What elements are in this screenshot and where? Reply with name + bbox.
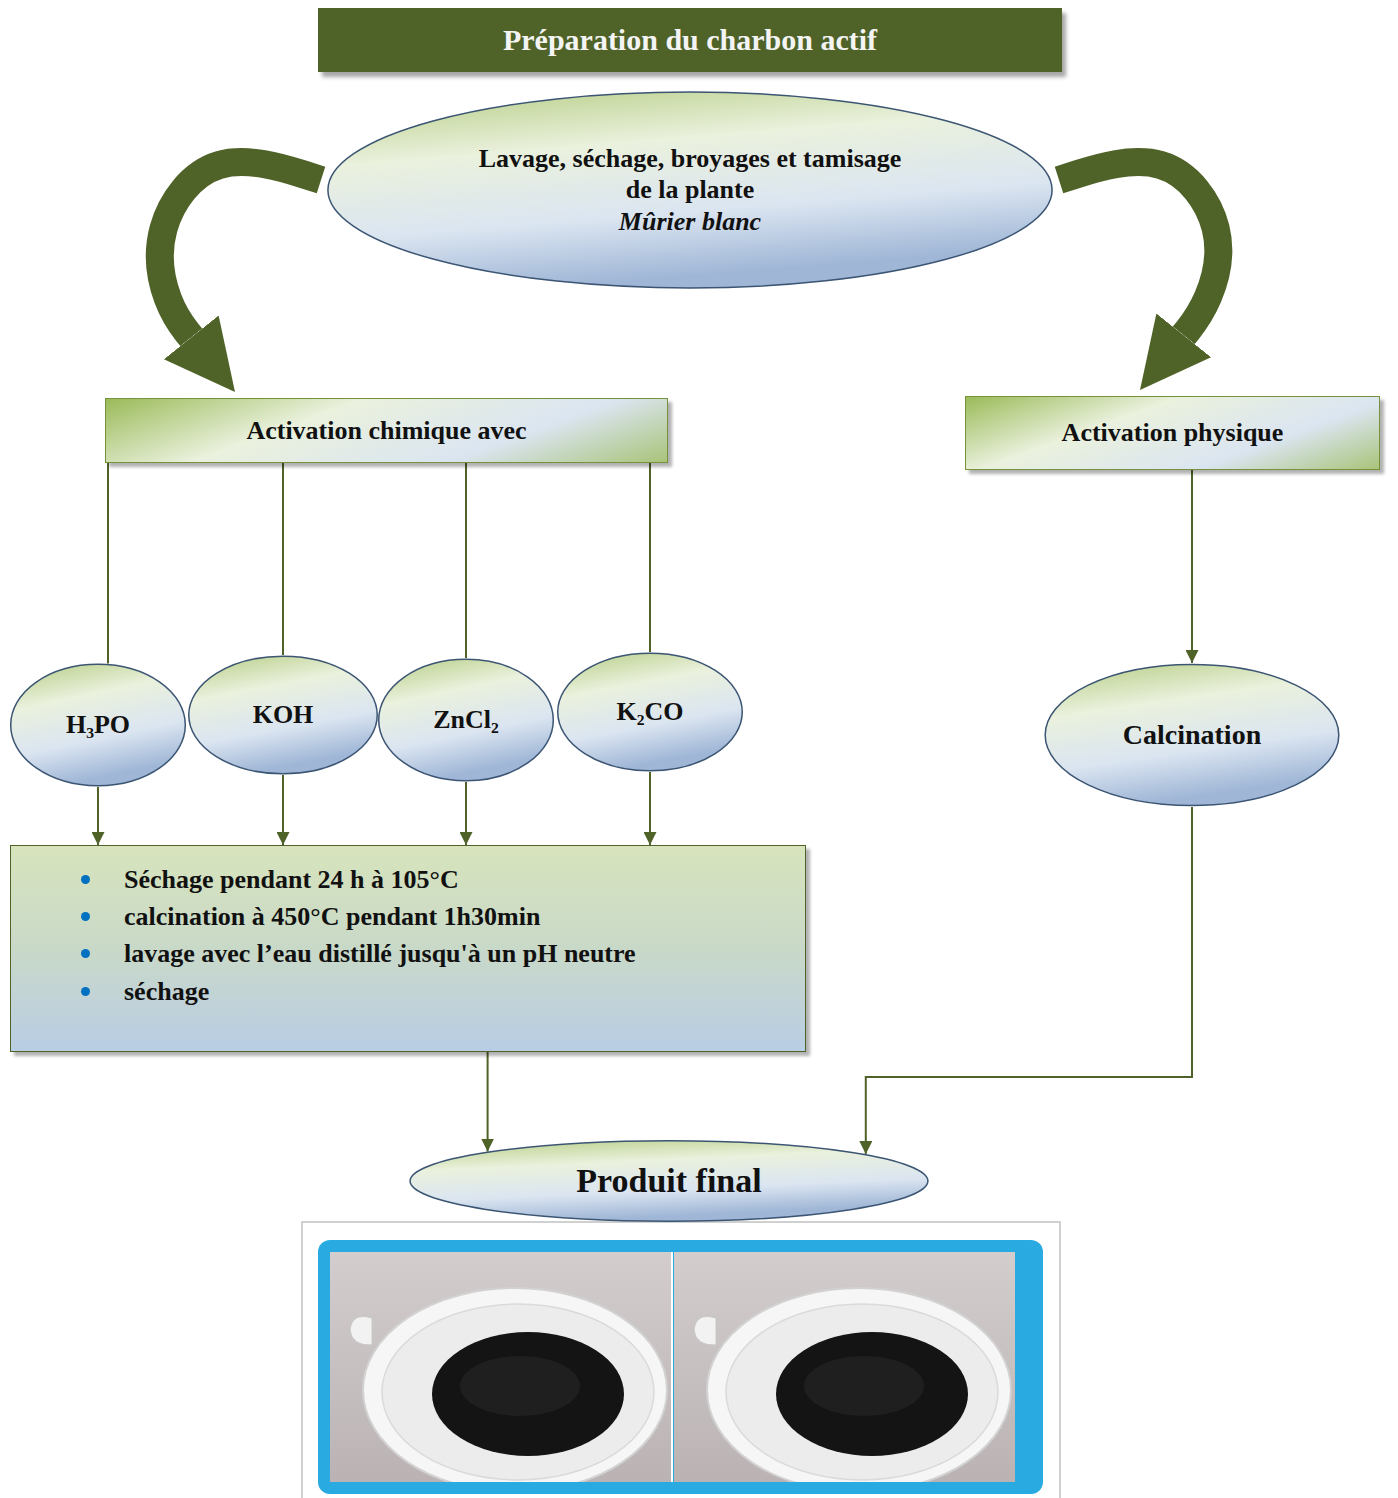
crucible-photo [330,1252,671,1482]
process-ellipse: H₃PO [10,663,186,787]
node-text: Activation chimique avec [246,415,526,446]
process-ellipse: Calcination [1044,663,1340,807]
connector-line [465,782,467,845]
bullet-dot [81,875,90,884]
photo-border [318,1240,1043,1494]
bullet-dot [81,949,90,958]
curved-arrow [160,162,321,337]
step-text: calcination à 450°C pendant 1h30min [124,901,540,932]
process-ellipse: K₂CO [557,652,743,772]
node-text: Lavage, séchage, broyages et tamisage de… [470,143,910,205]
connector-line [1191,470,1193,663]
bullet-row: séchage [81,976,785,1007]
process-ellipse: KOH [188,655,378,775]
node-text: Activation physique [1062,417,1284,448]
bullet-dot [81,987,90,996]
process-ellipse: Lavage, séchage, broyages et tamisage de… [325,90,1055,290]
bullet-row: lavage avec l’eau distillé jusqu'à un pH… [81,938,785,969]
node-text: K₂CO [616,696,683,727]
crucible-photo [674,1252,1015,1482]
connector-line [465,463,467,658]
photo-frame [302,1222,1060,1498]
node-text: ZnCl₂ [433,704,499,735]
process-ellipse: Produit final [408,1140,930,1222]
step-text: Séchage pendant 24 h à 105°C [124,864,459,895]
process-ellipse: ZnCl₂ [378,658,554,782]
connector-line [866,807,1192,1154]
title-banner: Préparation du charbon actif [318,8,1062,72]
title-text: Préparation du charbon actif [503,22,877,58]
connector-line [649,463,651,652]
connector-line [107,463,109,663]
bullet-dot [81,912,90,921]
node-text: H₃PO [66,709,130,740]
curved-arrow [1059,162,1218,335]
bullet-row: Séchage pendant 24 h à 105°C [81,864,785,895]
node-text: Produit final [576,1161,761,1202]
connector-line [97,787,99,845]
connector-line [649,772,651,845]
bullet-row: calcination à 450°C pendant 1h30min [81,901,785,932]
connector-line [282,463,284,655]
node-text: KOH [253,699,314,730]
node-text: Calcination [1123,718,1261,752]
process-box: Activation chimique avec [105,398,668,463]
step-text: lavage avec l’eau distillé jusqu'à un pH… [124,938,636,969]
step-text: séchage [124,976,209,1007]
connector-line [487,1052,489,1152]
connector-line [282,775,284,845]
process-box: Activation physique [965,396,1380,470]
node-text: Mûrier blanc [470,206,910,237]
step-list-box: Séchage pendant 24 h à 105°C calcination … [10,845,806,1052]
